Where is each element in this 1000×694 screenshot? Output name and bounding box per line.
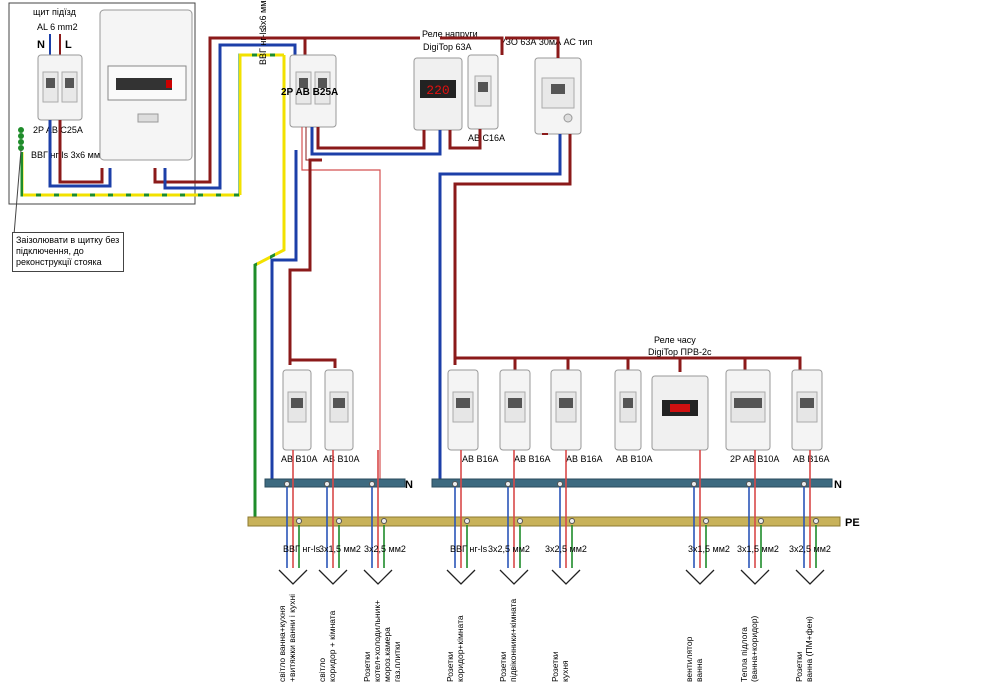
load-label-8-2: (ванна+коридор): [749, 616, 759, 682]
pe-bus-label: PE: [845, 517, 860, 529]
panel-l-label: L: [65, 39, 72, 51]
panel-cable-al: AL 6 mm2: [37, 22, 78, 32]
time-relay-model: DigiTop ПРВ-2с: [648, 347, 712, 357]
breaker-8: [791, 369, 823, 451]
load-label-1-1: світло ванна+кухня: [277, 605, 287, 682]
breaker-label-6: AB B10A: [616, 454, 653, 464]
rcd-device: [534, 57, 582, 135]
branch-1: [278, 450, 308, 585]
neutral-bus: [264, 478, 833, 488]
cable-label-4: ВВГ нг-ls: [450, 544, 488, 554]
cable-label-3: 3х2,5 мм2: [364, 544, 406, 554]
breaker-5: [550, 369, 582, 451]
main-breaker-label: 2P AB B25A: [281, 87, 338, 98]
branch-5: [499, 450, 529, 585]
load-label-4-1: Розетки: [445, 651, 455, 682]
electric-meter: [99, 9, 193, 161]
load-label-4-2: коридор+кімната: [455, 615, 465, 682]
breaker-4: [499, 369, 531, 451]
branch-6: [551, 450, 581, 585]
rcd-label: УЗО 63А 30мА АС тип: [500, 37, 593, 47]
breaker-label-1: AB B10A: [281, 454, 318, 464]
cable-label-1: ВВГ нг-ls: [283, 544, 321, 554]
breaker-label-2: AB B10A: [323, 454, 360, 464]
load-label-8-1: Тепла підлога: [739, 627, 749, 682]
distribution-phase-bus: [288, 356, 802, 372]
time-relay: [651, 375, 709, 451]
panel-title: щит підїзд: [33, 7, 77, 17]
cable-label-8: 3х1,5 мм2: [737, 544, 779, 554]
breaker-2: [324, 369, 354, 451]
load-label-9-2: ванна (ПМ+фен): [804, 616, 814, 682]
branch-2: [318, 450, 348, 585]
load-label-5-1: Розетки: [498, 651, 508, 682]
isolated-cable-end: [18, 127, 24, 151]
stairwell-panel: щит підїзд AL 6 mm2 N L 2P AB C25A ВВГ н…: [8, 2, 240, 205]
branch-7: [685, 450, 715, 585]
breaker-3: [447, 369, 479, 451]
cable-label-5: 3х2,5 мм2: [488, 544, 530, 554]
load-label-2-1: світло: [317, 658, 327, 682]
panel-n-label: N: [37, 39, 45, 51]
voltage-relay-model: DigiTop 63A: [423, 42, 472, 52]
load-label-7-2: ванна: [694, 658, 704, 682]
load-label-1-2: +витяжки ванни і кухні: [287, 594, 297, 682]
breaker-c16: [467, 54, 499, 130]
load-label-6-2: кухня: [560, 660, 570, 682]
cable-label-9: 3х2,5 мм2: [789, 544, 831, 554]
cable-label-7: 3х1,5 мм2: [688, 544, 730, 554]
branch-4: [446, 450, 476, 585]
voltage-relay-title: Реле напруги: [422, 29, 478, 39]
breaker-1: [282, 369, 312, 451]
cable-label-2: 3х1,5 мм2: [319, 544, 361, 554]
cable-label-6: 3х2,5 мм2: [545, 544, 587, 554]
n-bus-label-left: N: [405, 479, 413, 491]
load-label-5-2: підвіконники+кімната: [508, 599, 518, 682]
breaker-6: [614, 369, 642, 451]
upper-wiring: [270, 36, 572, 482]
panel-breaker: [37, 54, 83, 121]
branch-3: [363, 450, 393, 585]
n-bus-label-right: N: [834, 479, 842, 491]
load-branches: ВВГ нг-ls світло ванна+кухня+витяжки ванн…: [277, 450, 831, 682]
breaker-label-4: AB B16A: [514, 454, 551, 464]
pe-bus: [247, 516, 841, 527]
voltage-relay-display: 220: [426, 83, 449, 98]
branch-8: [740, 450, 770, 585]
supply-wires: [153, 36, 307, 522]
panel-breaker-label: 2P AB C25A: [33, 125, 83, 135]
riser-cable-label-b: 3х6 мм2: [258, 0, 268, 30]
riser-cable-label-a: ВВГ нг-ls: [258, 27, 268, 65]
breaker-label-5: AB B16A: [566, 454, 603, 464]
breaker-7: [725, 369, 771, 451]
load-label-2-2: коридор + кімната: [327, 610, 337, 682]
breaker-c16-label: AB C16A: [468, 133, 505, 143]
main-breaker: [289, 54, 337, 128]
branch-9: [795, 450, 825, 585]
load-label-3-4: газ.плитки: [392, 641, 402, 682]
load-label-3-1: Розетки: [362, 651, 372, 682]
breaker-label-8: AB B16A: [793, 454, 830, 464]
load-label-6-1: Розетки: [550, 651, 560, 682]
load-label-7-1: вентилятор: [684, 636, 694, 682]
time-relay-title: Реле часу: [654, 335, 696, 345]
panel-cable-label: ВВГ нг-ls 3х6 мм2: [31, 150, 105, 160]
load-label-9-1: Розетки: [794, 651, 804, 682]
voltage-relay: 220: [413, 57, 463, 131]
distribution-breakers: AB B10A AB B10A AB B16A AB B16A AB B16A AB B1…: [281, 369, 830, 464]
breaker-label-3: AB B16A: [462, 454, 499, 464]
load-label-3-3: мороз.камера: [382, 627, 392, 682]
note-box: Заізолювати в щитку без підключення, до …: [12, 232, 124, 272]
load-label-3-2: котел+холодильник+: [372, 600, 382, 682]
